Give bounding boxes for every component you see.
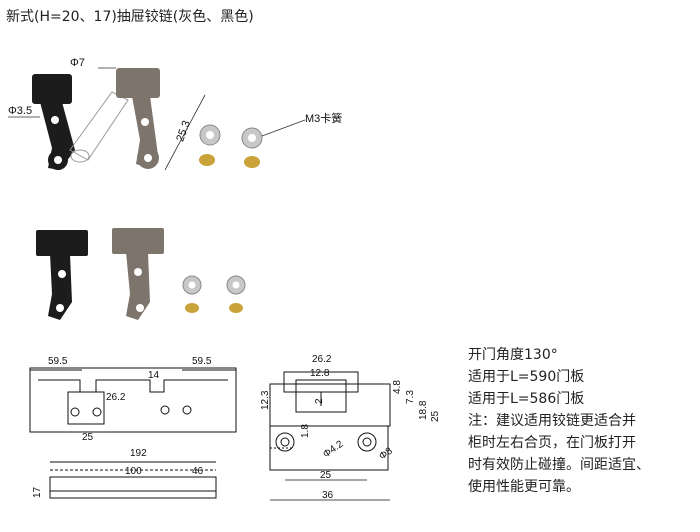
dim-48: 4.8	[392, 380, 403, 394]
black-hinge-photo-2	[36, 230, 88, 320]
m3-clip-label: M3卡簧	[305, 111, 342, 125]
dimension-lines-front	[270, 479, 390, 501]
note-line-1: 注：建议适用铰链更适合并	[468, 413, 636, 429]
dim-73: 7.3	[405, 390, 416, 404]
dim-left-595: 59.5	[48, 356, 68, 367]
phi35-label: Φ3.5	[8, 105, 32, 117]
dim-phi8: Φ8	[377, 445, 395, 462]
nut-screw-1	[199, 124, 221, 166]
note-line-3: 时有效防止碰撞。间距适宜、	[468, 457, 650, 473]
top-view-drawing	[29, 367, 237, 433]
pin-cylinder	[69, 91, 129, 163]
nut-screw-2	[241, 127, 263, 168]
dim-100: 100	[125, 466, 142, 477]
dim-192: 192	[130, 448, 147, 459]
dim-128: 12.8	[310, 368, 330, 379]
note-line-4: 使用性能更可靠。	[468, 479, 580, 495]
black-hinge-photo-1	[32, 74, 75, 170]
dim-262-front: 26.2	[312, 354, 332, 365]
dim-phi42: Φ4.2	[321, 439, 346, 461]
front-view-drawing	[269, 371, 391, 471]
dim-123: 12.3	[260, 390, 271, 410]
nut-screw-3	[182, 275, 202, 313]
fit-586: 适用于L=586门板	[468, 391, 585, 407]
dim-17: 17	[32, 486, 43, 498]
gray-hinge-photo-2	[112, 228, 164, 320]
gray-hinge-photo-1	[116, 68, 160, 169]
dim-14: 14	[148, 370, 160, 381]
nut-screw-4	[226, 275, 246, 313]
dim-18: 1.8	[300, 424, 311, 438]
dim-25-vertical: 25	[430, 410, 441, 422]
technical-drawings: 59.5 59.5 14 26.2 25 192 100 46 17 26.2 …	[29, 354, 441, 501]
spec-notes: 开门角度130° 适用于L=590门板 适用于L=586门板 注：建议适用铰链更…	[468, 344, 698, 498]
product-title: 新式(H=20、17)抽屉铰链(灰色、黑色)	[6, 9, 254, 25]
dim-36: 36	[322, 490, 334, 501]
dim-25-top: 25	[82, 432, 94, 443]
phi7-label: Φ7	[70, 57, 85, 69]
note-line-2: 柜时左右合页，在门板打开	[468, 435, 636, 451]
height-253-label: 25.3	[174, 119, 193, 143]
dim-188: 18.8	[418, 400, 429, 420]
dim-right-595: 59.5	[192, 356, 212, 367]
dim-25-horizontal: 25	[320, 470, 332, 481]
dim-46: 46	[192, 466, 204, 477]
dim-2: 2	[314, 398, 325, 404]
product-photos: Φ7 Φ3.5 25.3 M3卡簧	[8, 57, 342, 320]
opening-angle: 开门角度130°	[468, 347, 558, 363]
dim-262-top: 26.2	[106, 392, 126, 403]
fit-590: 适用于L=590门板	[468, 369, 585, 385]
side-view-drawing	[49, 461, 217, 499]
